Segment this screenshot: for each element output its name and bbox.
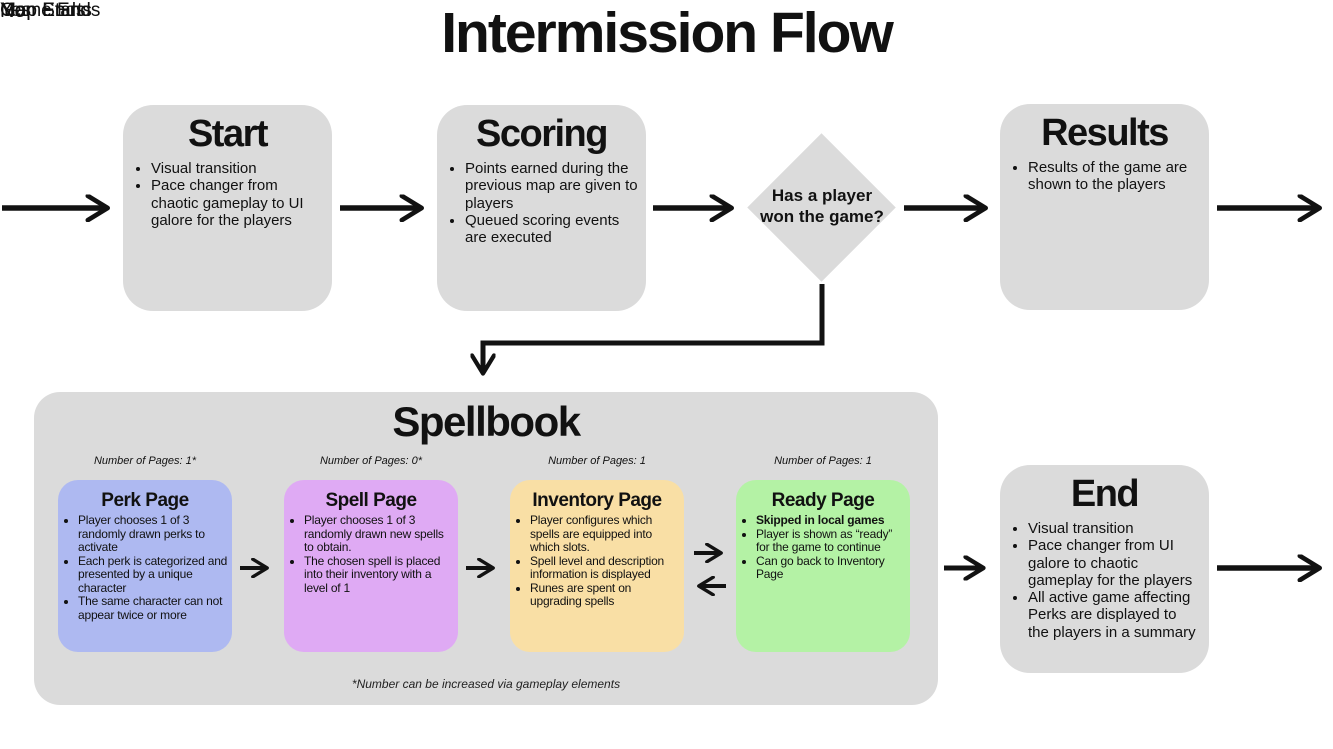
node-results: Results Results of the game are shown to… [1000, 104, 1209, 310]
spellbook-title: Spellbook [392, 398, 581, 445]
node-scoring-title: Scoring [476, 113, 608, 155]
inventory-page-bullets: Player configures which spells are equip… [510, 513, 684, 609]
spell-page-bullets: Player chooses 1 of 3 randomly drawn new… [284, 513, 458, 595]
edge-label-map-starts: Map Starts [0, 0, 92, 21]
node-end: End Visual transitionPace changer from U… [1000, 465, 1209, 673]
perk-page-bullets: Player chooses 1 of 3 randomly drawn per… [58, 513, 232, 622]
decision-text: Has a player won the game? [760, 186, 884, 227]
inventory-page-title: Inventory Page [532, 490, 662, 511]
spellbook-footnote: *Number can be increased via gameplay el… [351, 677, 621, 691]
inventory-page-card: Inventory Page Player configures which s… [510, 480, 684, 652]
ready-page-card: Ready Page Skipped in local gamesPlayer … [736, 480, 910, 652]
spellbook-container: Spellbook Number of Pages: 1* Number of … [34, 392, 938, 705]
ready-page-count-label: Number of Pages: 1 [774, 455, 872, 467]
ready-page-title: Ready Page [771, 490, 875, 511]
perk-page-count-label: Number of Pages: 1* [93, 455, 197, 467]
node-end-title: End [1070, 473, 1140, 515]
spell-page-title: Spell Page [325, 490, 417, 511]
node-scoring: Scoring Points earned during the previou… [437, 105, 646, 311]
perk-page-card: Perk Page Player chooses 1 of 3 randomly… [58, 480, 232, 652]
node-results-bullets: Results of the game are shown to the pla… [1000, 159, 1209, 194]
edge-label-map-ends: Map Ends [0, 0, 86, 21]
page-title: Intermission Flow [441, 1, 894, 65]
node-results-title: Results [1041, 112, 1169, 154]
spell-page-count-label: Number of Pages: 0* [319, 455, 423, 467]
node-start: Start Visual transitionPace changer from… [123, 105, 332, 311]
spell-page-card: Spell Page Player chooses 1 of 3 randoml… [284, 480, 458, 652]
node-start-bullets: Visual transitionPace changer from chaot… [123, 160, 332, 229]
node-start-title: Start [187, 113, 269, 155]
inventory-page-count-label: Number of Pages: 1 [548, 455, 646, 467]
edge-label-yes: Yes [0, 0, 31, 21]
edge-label-no: No [0, 0, 26, 22]
node-scoring-bullets: Points earned during the previous map ar… [437, 160, 646, 246]
node-end-bullets: Visual transitionPace changer from UI ga… [1000, 520, 1209, 641]
edge-label-game-ends: Game Ends [0, 0, 101, 21]
ready-page-bullets: Skipped in local gamesPlayer is shown as… [736, 513, 910, 582]
perk-page-title: Perk Page [101, 490, 189, 511]
